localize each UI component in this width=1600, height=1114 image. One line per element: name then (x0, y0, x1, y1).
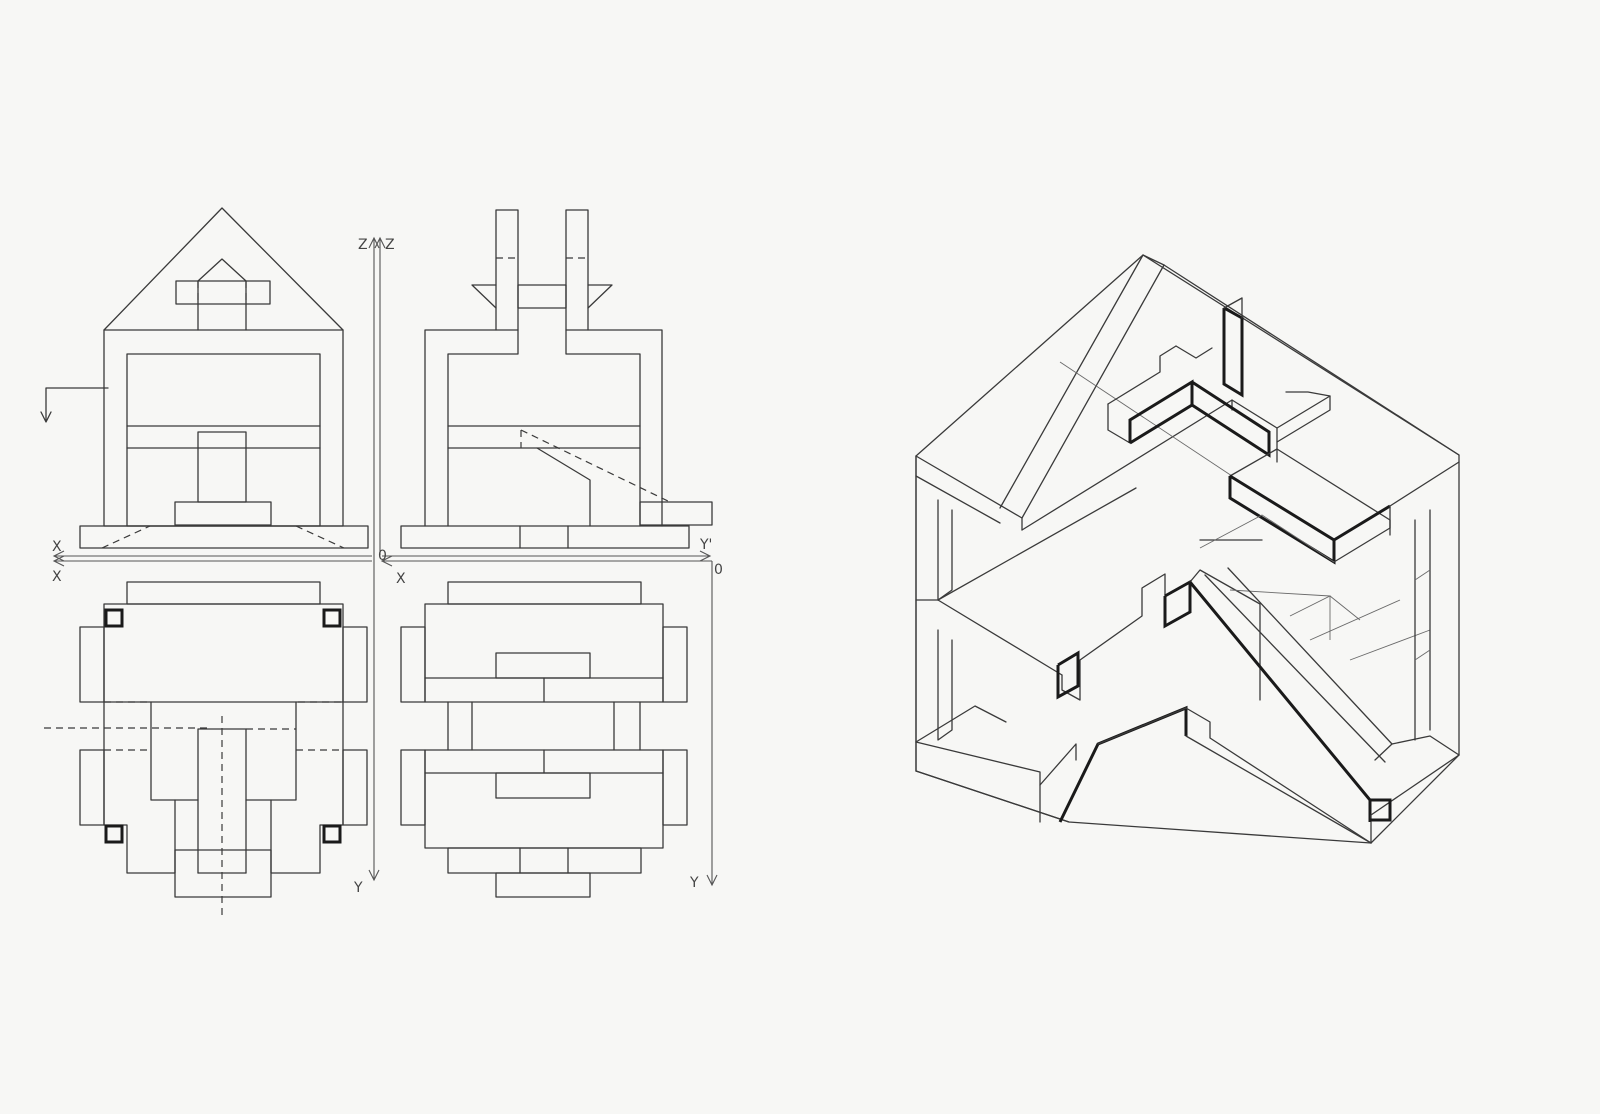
axis-label-y-bottom-right: Y (689, 875, 699, 891)
axis-label-origin-right: 0 (714, 562, 723, 578)
top-view (44, 581, 368, 918)
axis-label-z-left: Z (358, 237, 368, 253)
axis-label-x-bottom: X (52, 569, 62, 585)
front-view (40, 207, 369, 549)
axis-label-y-prime: Y' (699, 537, 712, 553)
plan-view (400, 581, 688, 898)
axis-label-x-top: X (52, 539, 62, 555)
axis-labels: Z Z X X 0 X Y' 0 Y Y (52, 237, 723, 896)
isometric-view (915, 254, 1460, 844)
axis-label-y-bottom-left: Y (353, 880, 363, 896)
axis-label-z-right: Z (385, 237, 395, 253)
side-view (400, 209, 713, 549)
projection-axes (52, 236, 718, 887)
axis-label-x-origin: X (396, 571, 406, 587)
axis-label-origin-center: 0 (378, 548, 387, 564)
